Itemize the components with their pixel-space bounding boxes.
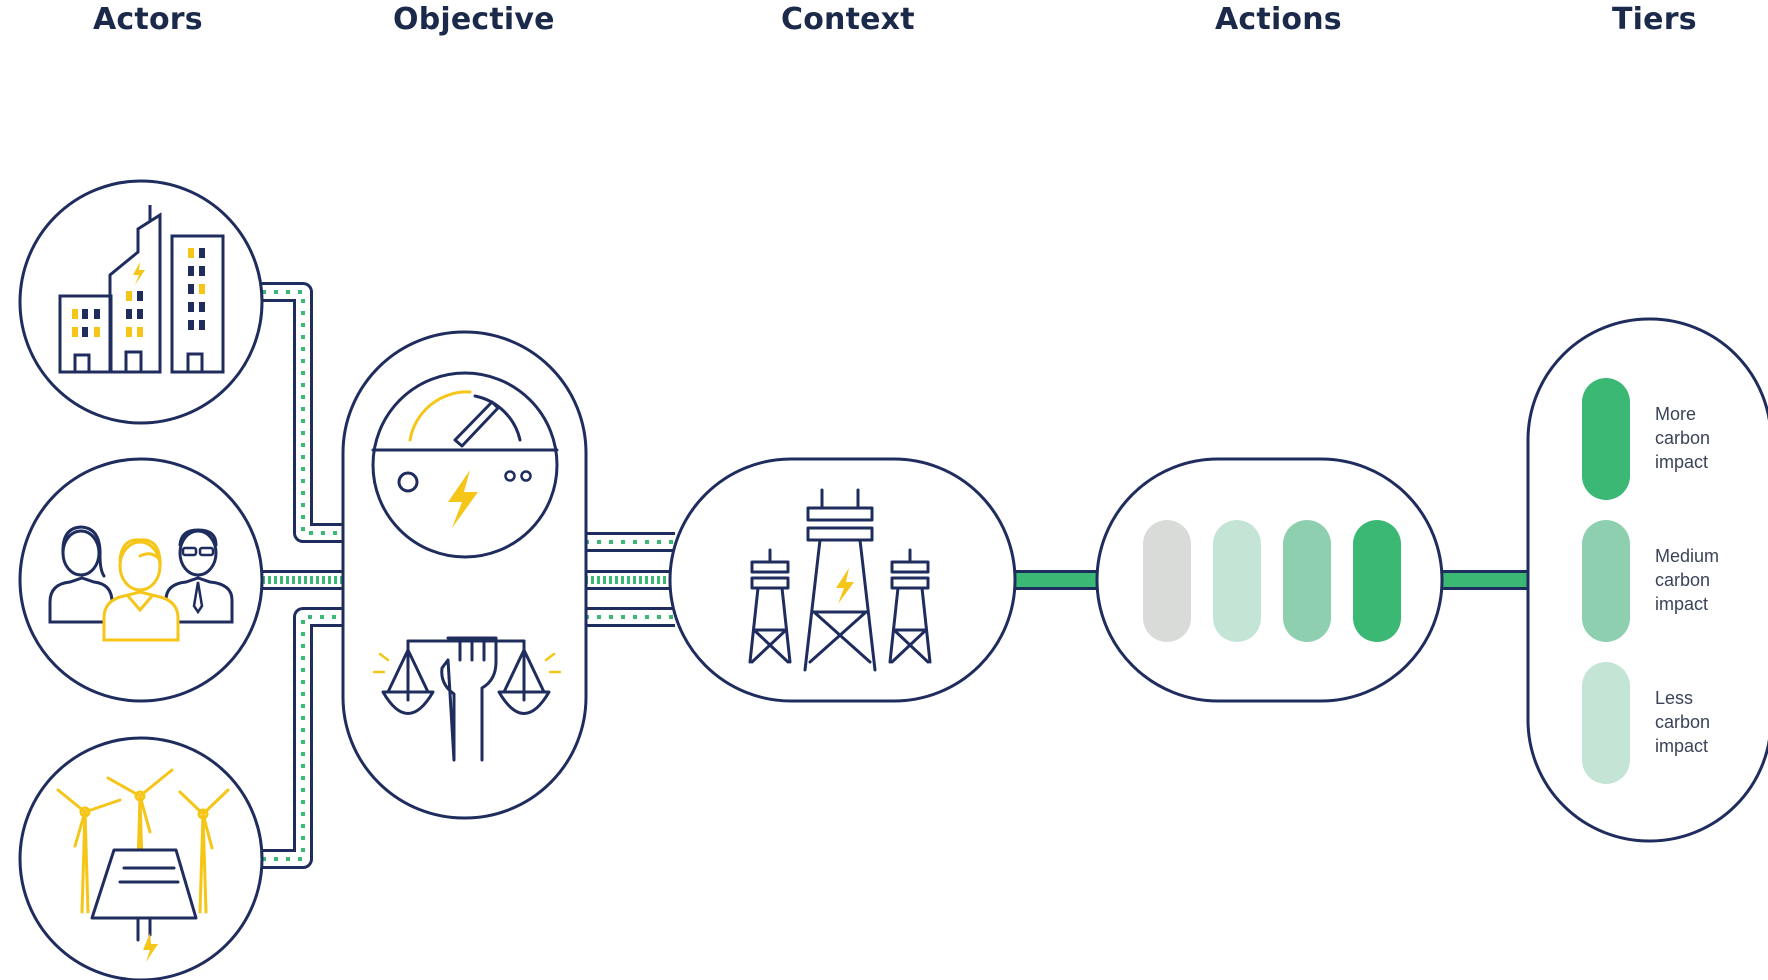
city-buildings-icon: [58, 205, 225, 374]
context-capsule: [668, 457, 1017, 703]
tier-label-line: carbon: [1655, 428, 1710, 448]
actor-city-circle: [18, 179, 264, 425]
tier-label: Medium carbon impact: [1655, 546, 1719, 614]
transmission-towers-icon: [748, 488, 932, 672]
header-context: Context: [781, 2, 915, 37]
tier-pill: [1582, 662, 1630, 784]
fist-balance-scales-icon: [372, 636, 562, 762]
tier-label-line: Medium: [1655, 546, 1719, 566]
actor-energy-circle: [18, 736, 264, 980]
header-objective: Objective: [393, 2, 555, 37]
wind-solar-icon: [56, 768, 230, 962]
actions-capsule: [1095, 457, 1444, 703]
connectors: [262, 282, 1530, 869]
tier-label: Less carbon impact: [1655, 688, 1710, 756]
tier-label-line: impact: [1655, 452, 1708, 472]
tier-label-line: carbon: [1655, 570, 1710, 590]
tier-label-line: Less: [1655, 688, 1693, 708]
tier-pill: [1582, 520, 1630, 642]
people-group-icon: [48, 525, 234, 642]
power-meter-gauge-icon: [371, 371, 559, 559]
header-tiers: Tiers: [1612, 2, 1697, 37]
action-pill: [1353, 520, 1401, 642]
action-pill: [1213, 520, 1261, 642]
header-actors: Actors: [93, 2, 203, 37]
actor-people-circle: [18, 457, 264, 703]
action-pills: [1143, 520, 1401, 642]
header-actions: Actions: [1215, 2, 1342, 37]
tier-label-line: More: [1655, 404, 1696, 424]
action-pill: [1283, 520, 1331, 642]
tier-pill: [1582, 378, 1630, 500]
action-pill: [1143, 520, 1191, 642]
tier-label-line: carbon: [1655, 712, 1710, 732]
tier-label-line: impact: [1655, 594, 1708, 614]
tier-label-line: impact: [1655, 736, 1708, 756]
objective-capsule: [341, 330, 588, 820]
building-windows: [72, 248, 205, 337]
tier-label: More carbon impact: [1655, 404, 1710, 472]
